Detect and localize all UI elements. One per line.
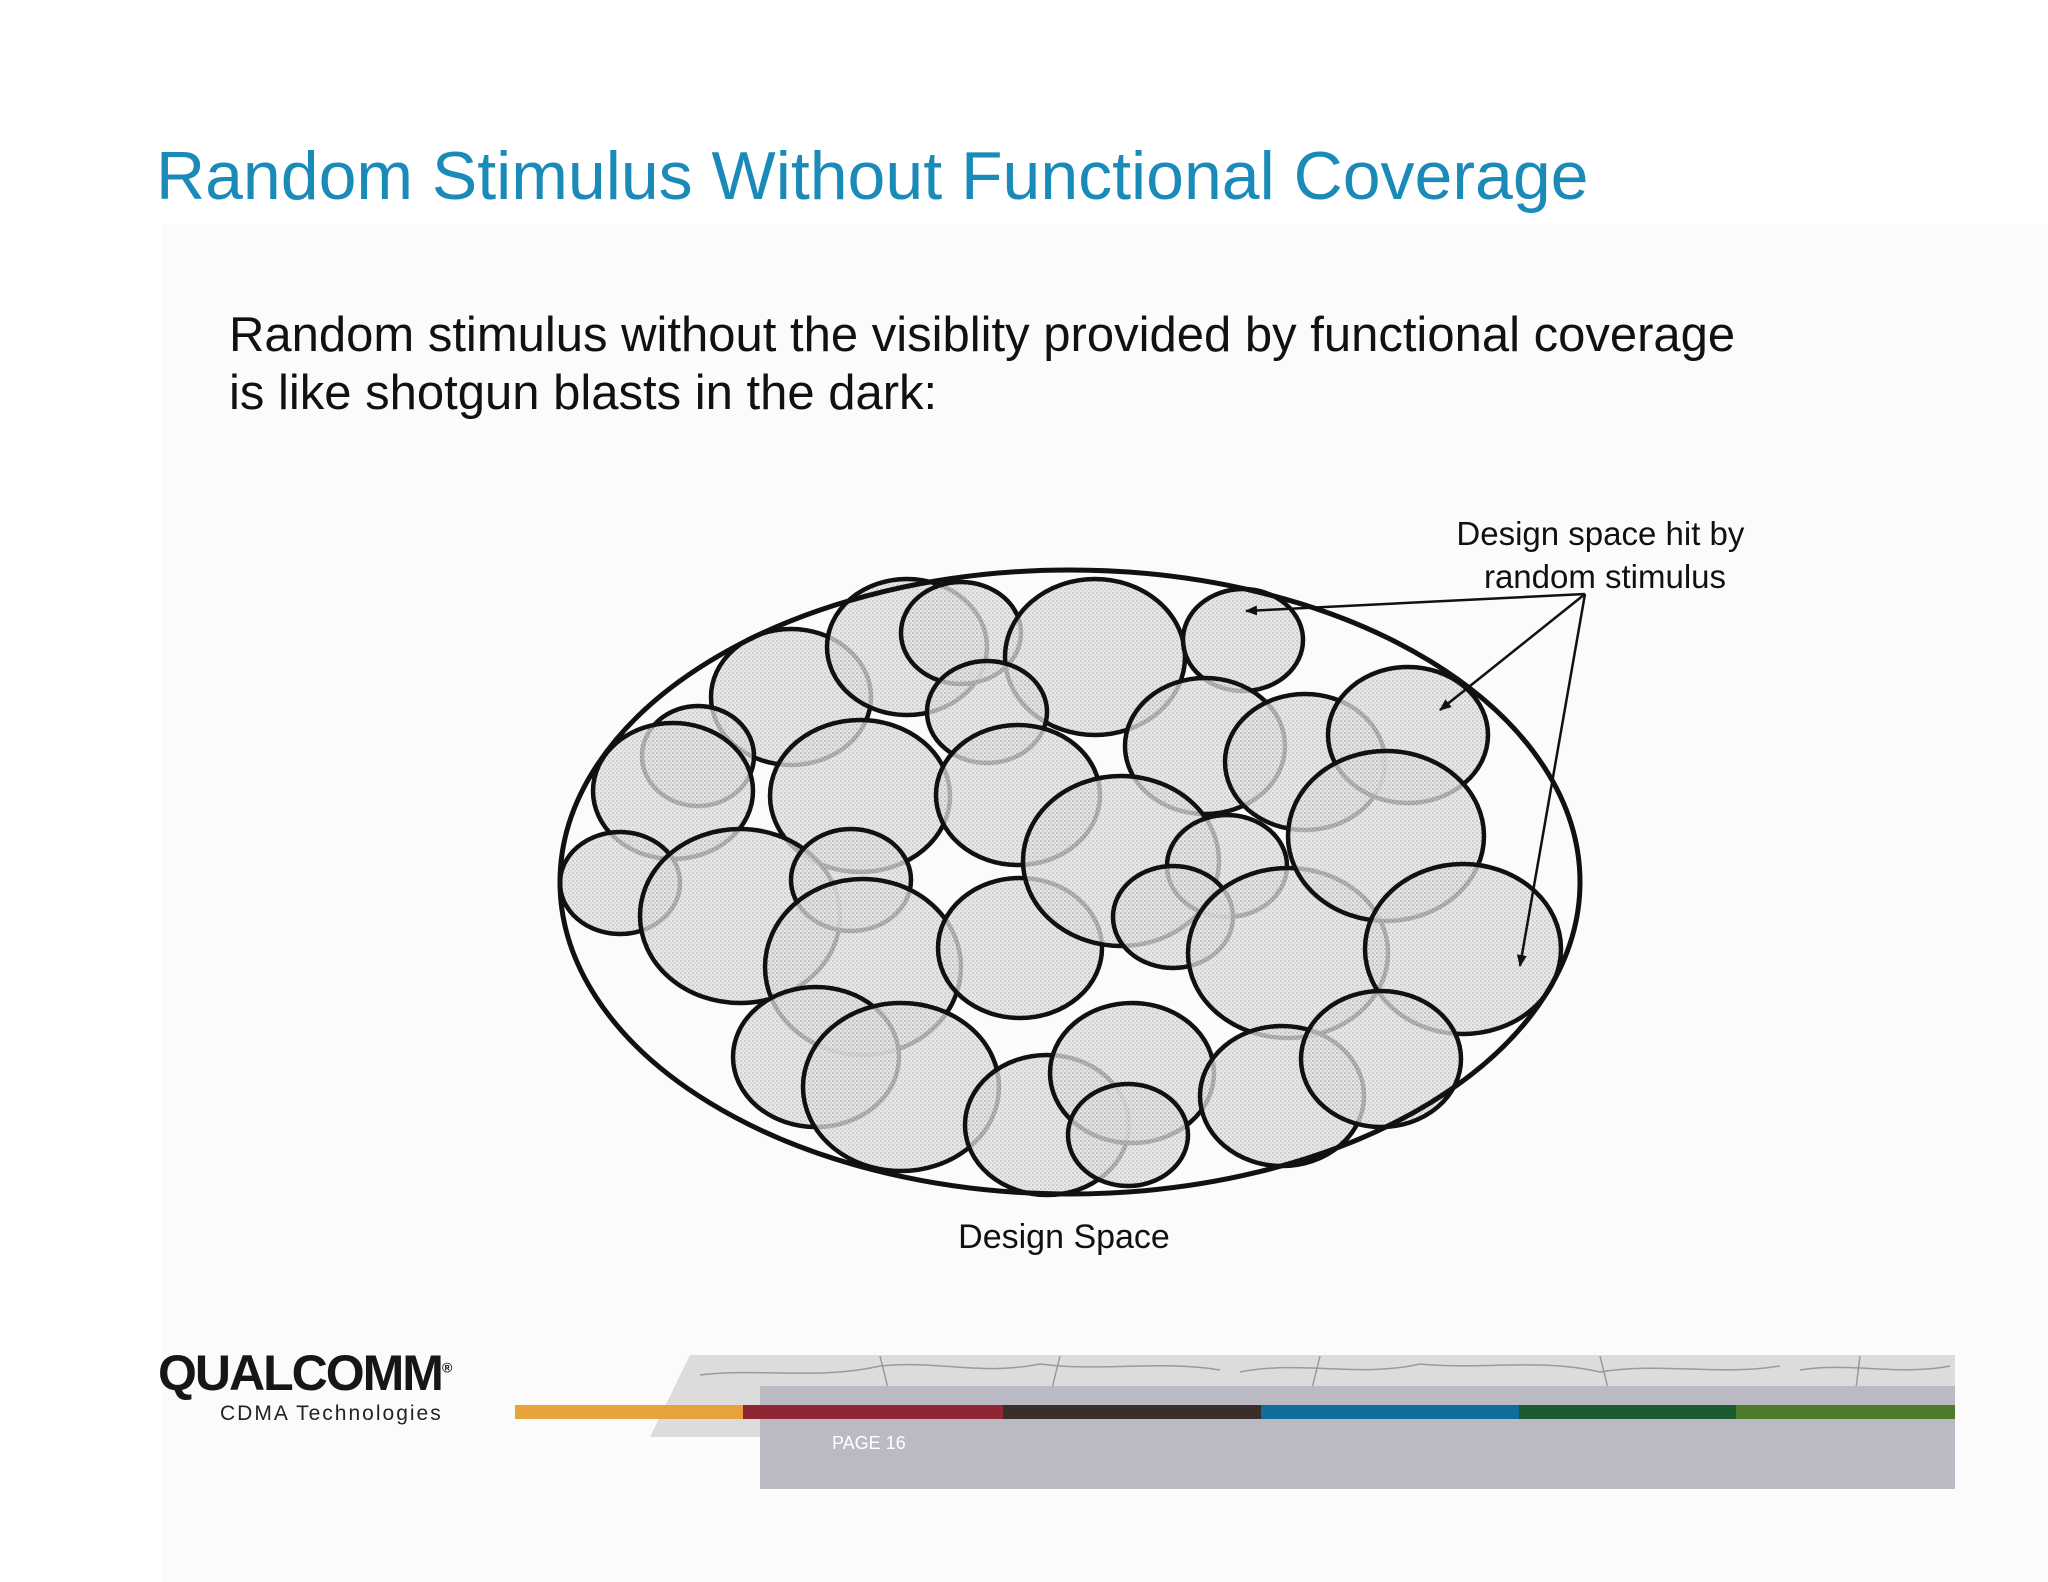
slide-body-text: Random stimulus without the visiblity pr… bbox=[229, 306, 1735, 422]
footer-gray-panel bbox=[760, 1386, 1955, 1489]
logo-text: QUALCOMM bbox=[158, 1345, 444, 1401]
callout-arrows bbox=[1245, 592, 1587, 967]
callout-arrow-bottom bbox=[1516, 593, 1587, 967]
logo-wordmark: QUALCOMM® bbox=[158, 1345, 452, 1401]
hit-label-line-1: Design space hit by bbox=[1456, 515, 1744, 552]
footer-bar-green bbox=[1736, 1405, 1955, 1419]
design-space-label: Design Space bbox=[958, 1218, 1170, 1256]
footer-bar-dark-green bbox=[1519, 1405, 1736, 1419]
callout-arrow-top bbox=[1245, 592, 1586, 616]
stimulus-hit-circle-24 bbox=[1362, 861, 1564, 1037]
stimulus-hit-circles bbox=[557, 576, 1564, 1198]
callout-arrow-middle bbox=[1439, 593, 1586, 711]
logo-subtitle: CDMA Technologies bbox=[220, 1402, 443, 1425]
hit-label-line-2: random stimulus bbox=[1484, 558, 1726, 595]
hit-label: Design space hit by random stimulus bbox=[1456, 515, 1753, 595]
footer-bar-brown bbox=[1003, 1405, 1261, 1419]
body-line-2: is like shotgun blasts in the dark: bbox=[229, 366, 938, 420]
slide-title: Random Stimulus Without Functional Cover… bbox=[156, 138, 1589, 214]
logo-registered-mark: ® bbox=[441, 1359, 452, 1376]
footer-bar-orange bbox=[515, 1405, 743, 1419]
footer-bar-blue bbox=[1261, 1405, 1519, 1419]
body-line-1: Random stimulus without the visiblity pr… bbox=[229, 308, 1736, 362]
footer-bar-red bbox=[743, 1405, 1003, 1419]
design-space-ellipse bbox=[557, 567, 1583, 1197]
stimulus-hit-circle-31 bbox=[1065, 1081, 1191, 1189]
page-number: PAGE 16 bbox=[832, 1433, 906, 1453]
